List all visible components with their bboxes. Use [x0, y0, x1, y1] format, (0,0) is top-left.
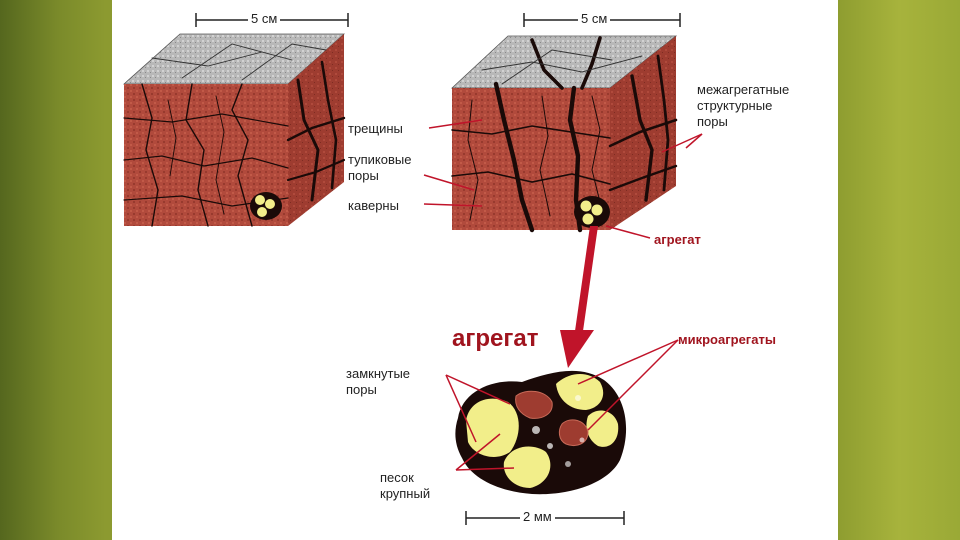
- pointer-lines: [423, 119, 703, 471]
- label-caverns: каверны: [348, 198, 399, 213]
- slide-right-band: [838, 0, 960, 540]
- zoom-arrow: [560, 226, 598, 368]
- cube-left-cracks: [123, 43, 346, 227]
- label-aggregate-big: агрегат: [452, 325, 539, 352]
- microaggregate-1: [515, 390, 553, 419]
- soil-cube-left: [122, 33, 346, 227]
- label-coarse-sand-2: крупный: [380, 486, 431, 501]
- cube-right-aggregate: [574, 196, 610, 228]
- sand-grain-1: [466, 398, 519, 457]
- soil-cube-right: [450, 35, 678, 233]
- scale-label-aggregate: 2 мм: [520, 509, 555, 524]
- label-closed-pores-1: замкнутые: [346, 366, 411, 381]
- label-microaggregates: микроагрегаты: [678, 332, 776, 347]
- sand-grain-3: [556, 373, 604, 410]
- cube-left-aggregate: [250, 192, 282, 220]
- label-dead-end-pores-2: поры: [348, 168, 379, 183]
- sand-grain-4: [586, 410, 619, 447]
- cube-left-front: [124, 84, 288, 226]
- soil-structure-diagram: [122, 13, 703, 525]
- cube-right-side: [610, 36, 676, 230]
- label-inter-aggregate-3: поры: [697, 114, 728, 129]
- sand-grain-2: [503, 446, 551, 488]
- label-inter-aggregate-1: межагрегатные: [697, 82, 790, 97]
- label-dead-end-pores-1: тупиковые: [348, 152, 412, 167]
- label-cracks: трещины: [348, 121, 403, 136]
- label-aggregate-small: агрегат: [654, 232, 701, 247]
- scale-label-left: 5 см: [248, 11, 281, 26]
- scale-label-right: 5 см: [578, 11, 611, 26]
- enlarged-aggregate: [455, 370, 627, 495]
- label-closed-pores-2: поры: [346, 382, 377, 397]
- label-coarse-sand-1: песок: [380, 470, 414, 485]
- cube-right-cracks: [451, 36, 678, 233]
- label-inter-aggregate-2: структурные: [697, 98, 773, 113]
- diagram-panel: 5 см 5 см 2 мм трещины тупиковые поры ка…: [112, 0, 838, 540]
- cube-left-side: [288, 34, 344, 226]
